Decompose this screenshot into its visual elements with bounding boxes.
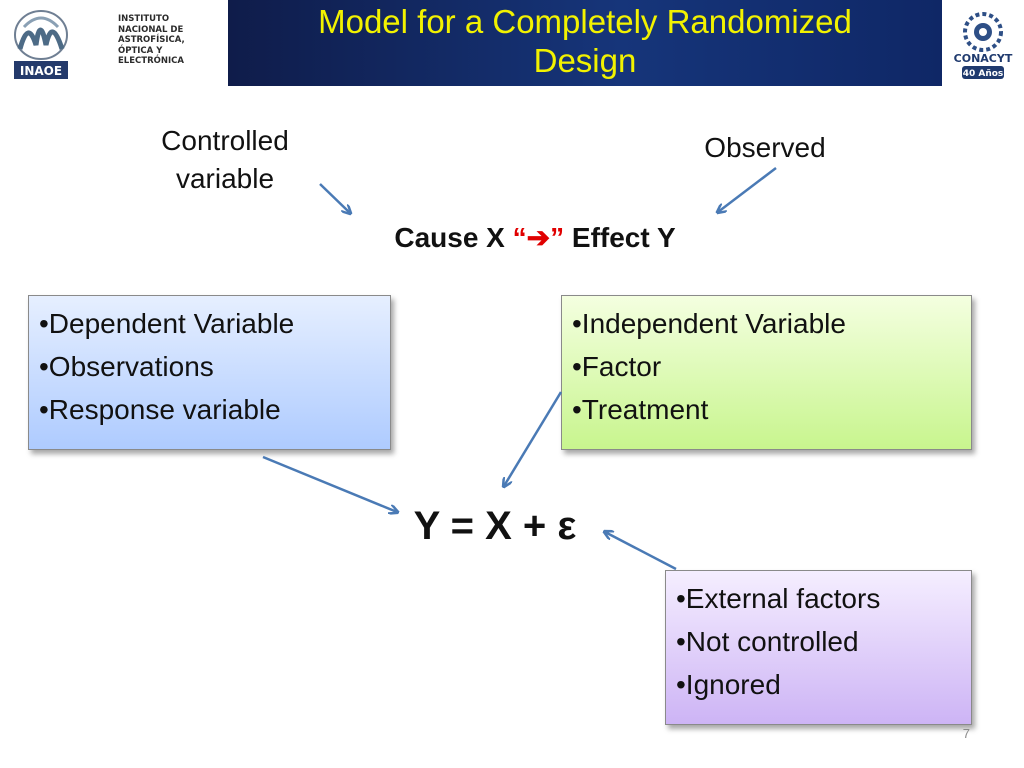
slide-title: Model for a Completely Randomized Design: [228, 2, 942, 80]
dependent-variable-box: •Dependent Variable •Observations •Respo…: [28, 295, 391, 450]
slide-title-line: Design: [533, 42, 637, 79]
institution-name: INSTITUTO NACIONAL DE ASTROFÍSICA, ÓPTIC…: [118, 14, 228, 67]
inaoe-logo-text: INAOE: [20, 64, 62, 78]
cause-effect-statement: Cause X “➔” Effect Y: [330, 220, 740, 256]
observed-to-effect-arrow: [718, 167, 777, 212]
list-item: •Observations: [39, 351, 214, 382]
list-item: •Response variable: [39, 394, 281, 425]
institution-line: INSTITUTO: [118, 14, 170, 24]
slide-title-line: Model for a Completely Randomized: [318, 3, 852, 40]
list-item: •Treatment: [572, 394, 709, 425]
inaoe-logo: INAOE: [14, 10, 68, 79]
list-item: •Factor: [572, 351, 662, 382]
title-banner: Model for a Completely Randomized Design: [228, 0, 942, 86]
institution-line: ELECTRÓNICA: [118, 56, 184, 66]
open-quote: “: [512, 222, 527, 253]
controlled-variable-label: Controlled variable: [120, 122, 330, 198]
page-number: 7: [962, 726, 970, 741]
independent-to-equation-arrow: [504, 391, 563, 486]
cause-text: Cause X: [394, 222, 513, 253]
causes-arrow-icon: ➔: [526, 222, 551, 253]
list-item: •Not controlled: [676, 626, 859, 657]
list-item: •Independent Variable: [572, 308, 846, 339]
conacyt-logo-subtext: 40 Años: [963, 69, 1004, 79]
independent-variable-box: •Independent Variable •Factor •Treatment: [561, 295, 972, 450]
external-to-equation-arrow: [605, 532, 677, 571]
controlled-label-line: variable: [175, 163, 275, 194]
controlled-label-line: Controlled: [161, 125, 289, 156]
external-factors-box: •External factors •Not controlled •Ignor…: [665, 570, 972, 725]
model-equation: Y = X + ε: [413, 504, 577, 548]
list-item: •External factors: [676, 583, 881, 614]
conacyt-logo-text: CONACYT: [954, 52, 1013, 65]
dependent-to-equation-arrow: [262, 455, 397, 512]
conacyt-logo: CONACYT 40 Años: [954, 12, 1013, 79]
list-item: •Ignored: [676, 669, 781, 700]
institution-line: NACIONAL DE: [118, 24, 184, 35]
slide-header: INAOE INSTITUTO NACIONAL DE ASTROFÍSICA,…: [0, 0, 1024, 88]
observed-label: Observed: [704, 132, 826, 163]
effect-text: Effect Y: [564, 222, 676, 253]
close-quote: ”: [550, 222, 565, 253]
institution-line: ÓPTICA Y: [118, 45, 163, 56]
list-item: •Dependent Variable: [39, 308, 295, 339]
institution-line: ASTROFÍSICA,: [118, 35, 185, 45]
